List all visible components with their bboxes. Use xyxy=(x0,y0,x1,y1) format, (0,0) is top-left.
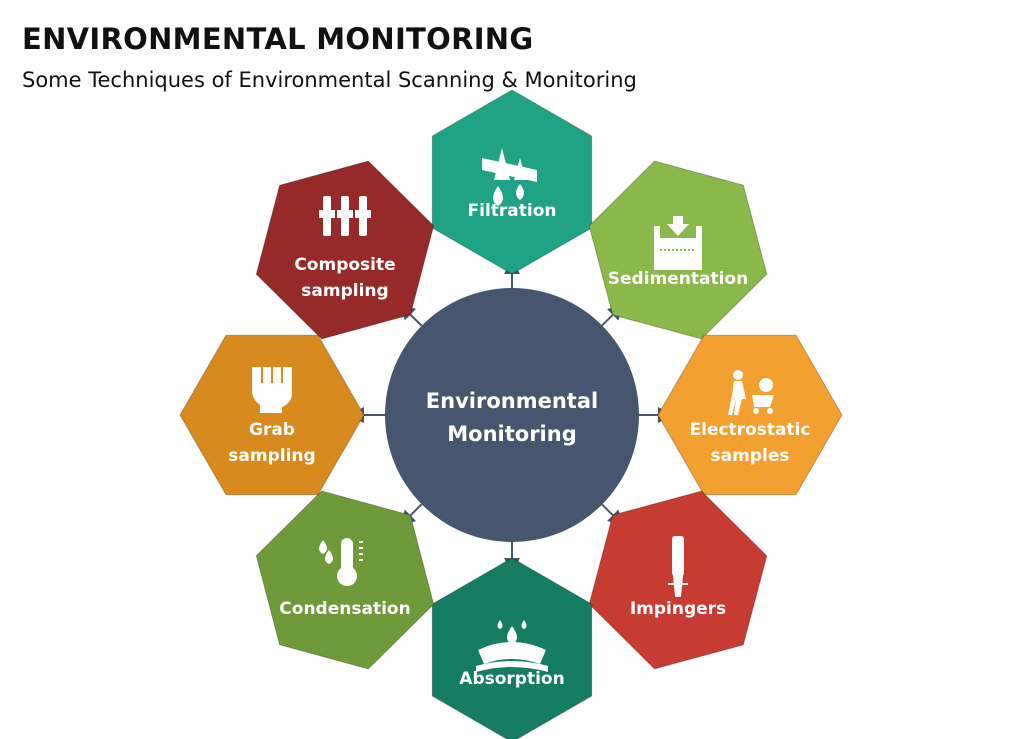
technique-label: Electrostatic xyxy=(690,420,811,440)
technique-electrostatic: Electrostatic samples xyxy=(657,334,843,496)
technique-condensation: Condensation xyxy=(255,490,435,670)
center-circle xyxy=(385,288,639,542)
technique-label-line2: samples xyxy=(711,446,790,466)
center-label-line2: Monitoring xyxy=(447,422,576,446)
technique-absorption: Absorption xyxy=(431,557,593,739)
sediment-tank-icon xyxy=(654,216,702,270)
technique-impingers: Impingers xyxy=(588,490,768,670)
technique-label-line2: sampling xyxy=(301,281,388,301)
technique-label: Condensation xyxy=(279,599,410,619)
technique-label-line2: sampling xyxy=(228,446,315,466)
hand-grab-icon xyxy=(252,367,292,413)
filter-drops-icon xyxy=(482,148,537,206)
page-subtitle: Some Techniques of Environmental Scannin… xyxy=(22,68,637,92)
technique-label: Filtration xyxy=(468,201,557,221)
worker-cart-icon xyxy=(728,370,774,415)
center-label-line1: Environmental xyxy=(426,389,598,413)
impinger-tube-icon xyxy=(668,536,688,597)
composite-bottles-icon xyxy=(319,196,371,236)
absorption-drops-icon xyxy=(476,620,548,672)
technique-label: Composite xyxy=(294,255,395,275)
technique-shape xyxy=(431,89,593,275)
technique-label: Impingers xyxy=(630,599,726,619)
page-title: ENVIRONMENTAL MONITORING xyxy=(22,22,534,56)
technique-label: Grab xyxy=(249,420,295,440)
technique-sedimentation: Sedimentation xyxy=(588,160,768,340)
technique-label: Sedimentation xyxy=(608,269,748,289)
technique-shape xyxy=(255,160,435,340)
technique-label: Absorption xyxy=(459,669,564,689)
technique-grab: Grab sampling xyxy=(179,334,365,496)
thermometer-drops-icon xyxy=(319,538,363,586)
technique-shape xyxy=(179,334,365,496)
technique-shape xyxy=(657,334,843,496)
technique-filtration: Filtration xyxy=(431,89,593,275)
technique-composite: Composite sampling xyxy=(255,160,435,340)
